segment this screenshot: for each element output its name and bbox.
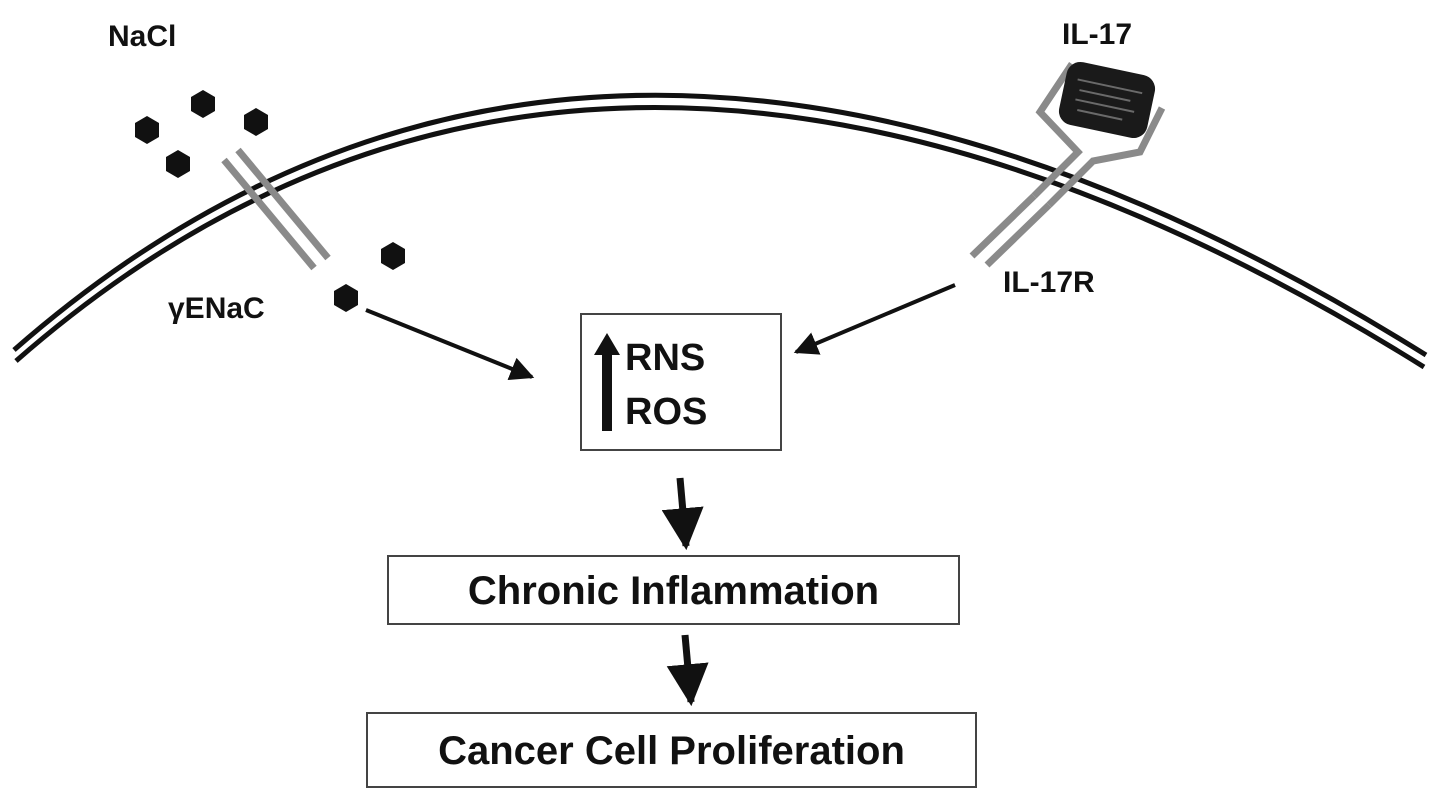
enac-label: γENaC (168, 292, 265, 325)
nacl-particle (166, 150, 190, 178)
il17-ligand (1058, 61, 1156, 139)
cell-membrane-inner (14, 105, 1426, 370)
cell-membrane-outer (12, 92, 1428, 358)
up-arrow-icon (594, 333, 620, 431)
ros-to-inflammation-arrow (661, 477, 704, 551)
il17r-to-ros-arrow (793, 283, 956, 355)
rns-label: RNS (625, 337, 706, 379)
enac-channel (221, 147, 331, 271)
nacl-particles (135, 90, 405, 312)
enac-to-ros-arrow (365, 308, 535, 381)
chronic-inflammation-box: Chronic Inflammation (387, 555, 960, 625)
il17r-label: IL-17R (1003, 266, 1095, 299)
il17-receptor (969, 62, 1166, 268)
nacl-particle (334, 284, 358, 312)
nacl-particle (191, 90, 215, 118)
rns-ros-box: RNS ROS (580, 313, 782, 451)
cancer-cell-proliferation-label: Cancer Cell Proliferation (438, 729, 905, 773)
chronic-inflammation-label: Chronic Inflammation (467, 569, 880, 613)
nacl-particle (244, 108, 268, 136)
nacl-particle (135, 116, 159, 144)
ros-label: ROS (625, 391, 708, 433)
inflammation-to-proliferation-arrow (666, 634, 709, 707)
nacl-particle (381, 242, 405, 270)
il17-label: IL-17 (1062, 18, 1133, 51)
nacl-label: NaCl (108, 20, 177, 53)
cancer-cell-proliferation-box: Cancer Cell Proliferation (366, 712, 977, 788)
